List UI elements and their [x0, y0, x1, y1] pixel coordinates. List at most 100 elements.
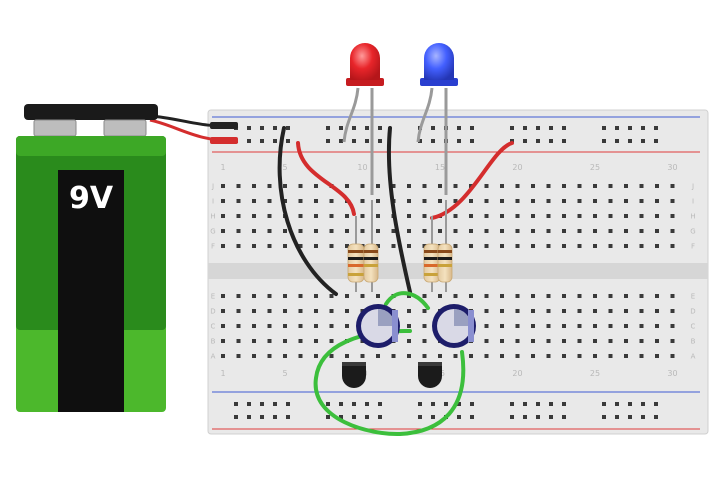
breadboard-hole: [221, 214, 225, 218]
breadboard-hole: [283, 324, 287, 328]
breadboard-hole: [236, 294, 241, 298]
breadboard-hole: [536, 139, 540, 143]
breadboard-hole: [453, 229, 458, 233]
breadboard-hole: [221, 339, 225, 343]
breadboard-hole: [234, 402, 238, 406]
breadboard-hole: [273, 126, 277, 130]
breadboard-hole: [267, 229, 272, 233]
breadboard-hole: [252, 199, 256, 203]
breadboard-hole: [608, 199, 613, 203]
breadboard-hole: [438, 199, 442, 203]
breadboard-hole: [247, 402, 251, 406]
row-letter: D: [210, 308, 215, 316]
breadboard-hole: [654, 415, 658, 419]
breadboard-hole: [500, 294, 504, 298]
transistor-2: [418, 362, 442, 388]
breadboard-hole: [378, 139, 382, 143]
breadboard-hole: [431, 415, 435, 419]
breadboard-hole: [624, 244, 628, 248]
row-letter: G: [690, 228, 695, 236]
breadboard-hole: [531, 199, 535, 203]
breadboard-hole: [438, 184, 442, 188]
breadboard-hole: [407, 184, 411, 188]
breadboard-hole: [260, 402, 264, 406]
breadboard-hole: [329, 339, 334, 343]
breadboard-hole: [562, 139, 566, 143]
breadboard-hole: [283, 244, 287, 248]
breadboard-hole: [326, 415, 330, 419]
breadboard-hole: [593, 354, 597, 358]
breadboard-hole: [655, 229, 659, 233]
breadboard-hole: [484, 339, 489, 343]
breadboard-hole: [624, 184, 628, 188]
breadboard-hole: [484, 324, 489, 328]
breadboard-hole: [352, 402, 356, 406]
breadboard-hole: [515, 294, 520, 298]
column-number: 5: [282, 369, 287, 378]
breadboard-hole: [345, 324, 349, 328]
breadboard-hole: [546, 184, 551, 188]
capacitor-2: [432, 304, 476, 348]
breadboard-hole: [260, 415, 264, 419]
breadboard-hole: [608, 244, 613, 248]
column-number: 30: [667, 163, 677, 172]
breadboard-hole: [422, 184, 427, 188]
breadboard-hole: [624, 324, 628, 328]
breadboard-hole: [577, 324, 582, 328]
breadboard-hole: [339, 126, 343, 130]
column-number: 10: [357, 163, 367, 172]
resistor-4-body: [437, 243, 453, 283]
row-letter: H: [210, 213, 215, 221]
breadboard-hole: [247, 415, 251, 419]
breadboard-hole: [283, 294, 287, 298]
breadboard-hole: [546, 244, 551, 248]
breadboard-hole: [655, 309, 659, 313]
lead-connector-black: [210, 122, 238, 129]
row-letter: F: [691, 243, 695, 251]
breadboard-hole: [252, 339, 256, 343]
breadboard-hole: [252, 324, 256, 328]
resistor-3-body: [363, 243, 379, 283]
breadboard-hole: [314, 294, 318, 298]
column-number: 20: [512, 163, 522, 172]
breadboard-hole: [628, 139, 632, 143]
breadboard-hole: [345, 229, 349, 233]
breadboard-hole: [654, 139, 658, 143]
breadboard-hole: [469, 244, 473, 248]
breadboard-hole: [670, 184, 675, 188]
row-letter: B: [211, 338, 216, 346]
resistor-1-body: [347, 243, 365, 283]
breadboard-hole: [577, 354, 582, 358]
breadboard-hole: [314, 199, 318, 203]
led-red-body: [350, 43, 380, 80]
breadboard-hole: [252, 309, 256, 313]
breadboard-hole: [562, 184, 566, 188]
led-blue-body: [424, 43, 454, 80]
breadboard-hole: [236, 339, 241, 343]
breadboard-hole: [360, 229, 365, 233]
breadboard-hole: [470, 126, 474, 130]
breadboard-hole: [641, 402, 645, 406]
breadboard-hole: [577, 199, 582, 203]
breadboard-hole: [593, 294, 597, 298]
breadboard-hole: [577, 339, 582, 343]
breadboard-hole: [531, 244, 535, 248]
breadboard-hole: [639, 214, 644, 218]
column-number: 15: [435, 163, 445, 172]
breadboard-hole: [267, 309, 272, 313]
breadboard-hole: [546, 339, 551, 343]
breadboard-hole: [431, 402, 435, 406]
breadboard-hole: [562, 402, 566, 406]
breadboard-hole: [670, 354, 675, 358]
row-letter: D: [690, 308, 695, 316]
breadboard-hole: [484, 294, 489, 298]
breadboard-hole: [562, 339, 566, 343]
breadboard-hole: [378, 402, 382, 406]
breadboard-hole: [639, 184, 644, 188]
column-number: 25: [590, 369, 600, 378]
breadboard-hole: [453, 199, 458, 203]
breadboard-hole: [536, 126, 540, 130]
breadboard-hole: [438, 354, 442, 358]
breadboard-hole: [352, 126, 356, 130]
